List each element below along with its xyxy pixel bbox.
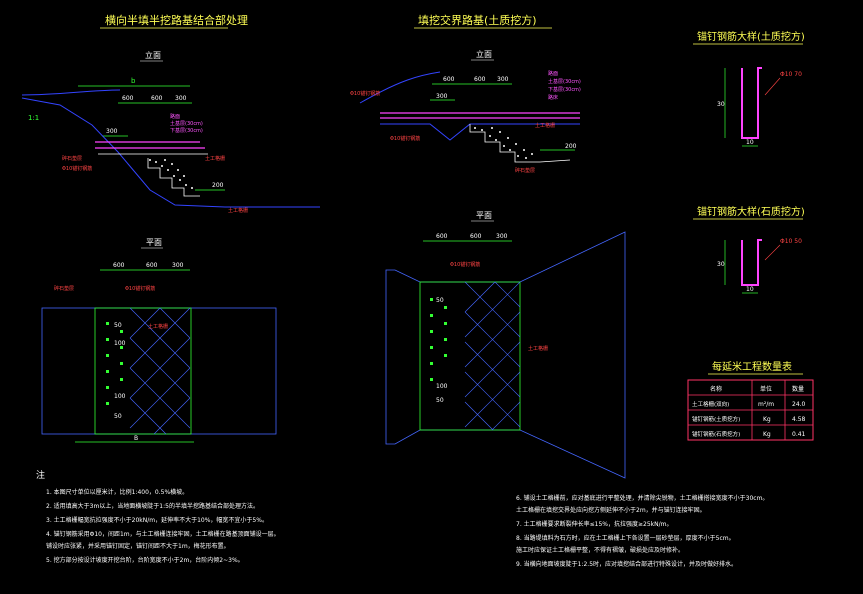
plan-geogrid-label: 土工格栅 [148, 323, 168, 330]
anchor-rock-mark: Φ10 50 [780, 238, 802, 245]
plan-gravel-label: 碎石垫层 [54, 285, 74, 292]
plan-dim-50: 50 [114, 322, 122, 329]
mid-plan-100: 100 [436, 383, 448, 390]
mid-plan-50b: 50 [436, 397, 444, 404]
note-5: 5. 挖方部分按设计坡度开挖台阶，台阶宽度不小于2m，台阶内倾2~3%。 [46, 556, 244, 564]
note-4b: 铺设时应张紧，并采用锚钉固定，锚钉间距不大于1m，梅花形布置。 [46, 542, 230, 550]
mid-plan-50: 50 [436, 297, 444, 304]
road-layer-2: 土基层(30cm) [170, 120, 203, 127]
quantity-table-title: 每延米工程数量表 [712, 360, 792, 373]
mid-anchor-label: Φ10锚钉钢筋 [350, 90, 380, 97]
gravel-label: 碎石垫层 [62, 155, 82, 162]
title-left: 横向半填半挖路基结合部处理 [105, 13, 248, 27]
plan-dim-300: 300 [172, 262, 184, 269]
qt-r1-name: 锚钉钢筋(土质挖方) [692, 415, 740, 423]
dim-600: 600 [122, 95, 134, 102]
note-2: 2. 适用填高大于3m以上，当地面横坡陡于1:5的半填半挖路基结合部处理方法。 [46, 502, 259, 510]
anchor-detail-rock: 30 10 Φ10 50 [717, 238, 802, 294]
anchor-rock-10: 10 [746, 286, 754, 293]
title-anchor-rock: 锚钉钢筋大样(石质挖方) [697, 205, 805, 218]
note-6: 6. 铺设土工格栅前，应对基底进行平整处理，并清除尖锐物，土工格栅搭接宽度不小于… [516, 494, 768, 502]
left-elevation-label: 立面 [145, 50, 161, 60]
qt-r2-name: 锚钉钢筋(石质挖方) [692, 430, 740, 438]
note-6b: 土工格栅在填挖交界处应向挖方侧延伸不小于2m，并与锚钉连接牢固。 [516, 506, 706, 514]
quantity-table: 每延米工程数量表 名称 单位 数量 土工格栅(双向) m²/m 24.0 锚钉钢… [687, 360, 814, 441]
plan-dim-B: B [134, 435, 138, 442]
dim-b: b [131, 77, 136, 85]
road-layer-3: 下基层(30cm) [170, 127, 203, 134]
mid-plan-300: 300 [496, 233, 508, 240]
mid-elevation-label: 立面 [476, 49, 492, 59]
qt-r1-unit: Kg [763, 416, 771, 423]
geogrid-label: 土工格栅 [205, 155, 225, 162]
note-3: 3. 土工格栅幅宽抗拉强度不小于20kN/m，延伸率不大于10%，幅宽不宜小于5… [46, 516, 268, 524]
note-9: 9. 当横向地面坡度陡于1:2.5时，应对填挖结合部进行特殊设计，并及时做好排水… [516, 560, 737, 568]
mid-gravel-label: 碎石垫层 [515, 167, 535, 174]
left-plan-label: 平面 [146, 238, 162, 247]
mid-road-2: 土基层(30cm) [548, 78, 581, 85]
left-plan: 平面 600 600 300 50 100 100 50 碎石垫层 Φ10锚钉钢… [41, 238, 277, 443]
middle-elevation: 立面 600 600 300 300 200 路面 土基层(30cm) 下基层(… [350, 49, 581, 174]
plan-dim-50b: 50 [114, 413, 122, 420]
qt-r0-unit: m²/m [758, 401, 774, 408]
geogrid-label-2: 土工格栅 [228, 207, 248, 214]
mid-anchor-label-2: Φ10锚钉钢筋 [390, 135, 420, 142]
mid-road-1: 路面 [548, 70, 558, 77]
anchor-label: Φ10锚钉钢筋 [62, 165, 92, 172]
notes: 注 1. 本图尺寸单位以厘米计，比例1:400，0.5%横坡。 2. 适用填高大… [36, 469, 768, 568]
title-middle: 填挖交界路基(土质挖方) [418, 13, 537, 27]
mid-dim-600b: 600 [474, 76, 486, 83]
mid-plan-geogrid-label: 土工格栅 [528, 345, 548, 352]
mid-road-4: 路床 [548, 94, 558, 101]
mid-road-3: 下基层(30cm) [548, 86, 581, 93]
anchor-soil-10: 10 [746, 139, 754, 146]
plan-anchor-label: Φ10锚钉钢筋 [125, 285, 155, 292]
mid-dim-200: 200 [565, 143, 577, 150]
note-1: 1. 本图尺寸单位以厘米计，比例1:400，0.5%横坡。 [46, 488, 188, 496]
title-anchor-soil: 锚钉钢筋大样(土质挖方) [697, 30, 805, 43]
note-7: 7. 土工格栅要求断裂伸长率≤15%，抗拉强度≥25kN/m。 [516, 520, 673, 528]
road-layer-1: 路面 [170, 113, 180, 120]
mid-dim-600: 600 [443, 76, 455, 83]
slope-ratio: 1:1 [28, 114, 39, 122]
qt-header-name: 名称 [710, 385, 722, 393]
notes-header: 注 [36, 469, 45, 481]
qt-header-qty: 数量 [792, 385, 804, 393]
left-elevation: 立面 b 600 600 300 300 1:1 路面 土基层(30cm) 下基… [21, 50, 320, 214]
anchor-soil-30: 30 [717, 101, 725, 108]
plan-dim-600: 600 [113, 262, 125, 269]
plan-dim-100b: 100 [114, 393, 126, 400]
mid-plan-anchor-label: Φ10锚钉钢筋 [450, 261, 480, 268]
mid-plan-label: 平面 [476, 211, 492, 220]
anchor-detail-soil: 30 10 Φ10 70 [717, 67, 802, 147]
note-8: 8. 当路堤填料为石方时，应在土工格栅上下各设置一层砂垫层，厚度不小于5cm。 [516, 534, 735, 542]
anchor-soil-mark: Φ10 70 [780, 71, 802, 78]
plan-dim-600b: 600 [146, 262, 158, 269]
qt-r0-qty: 24.0 [792, 401, 806, 408]
mid-dim-300b: 300 [436, 93, 448, 100]
dim-300b: 300 [106, 128, 118, 135]
dim-300: 300 [175, 95, 187, 102]
mid-plan-600: 600 [436, 233, 448, 240]
qt-header-unit: 单位 [760, 385, 772, 393]
qt-r1-qty: 4.58 [792, 416, 806, 423]
note-8b: 施工时应保证土工格栅平整，不得有褶皱，破损处应及时修补。 [516, 546, 684, 554]
qt-r2-unit: Kg [763, 431, 771, 438]
qt-r2-qty: 0.41 [792, 431, 806, 438]
note-4: 4. 锚钉钢筋采用Φ10，间距1m，与土工格栅连接牢固，土工格栅在路基顶面铺设一… [46, 530, 280, 538]
mid-geogrid-label: 土工格栅 [535, 122, 555, 129]
anchor-rock-30: 30 [717, 261, 725, 268]
qt-r0-name: 土工格栅(双向) [692, 400, 729, 408]
dim-200: 200 [212, 182, 224, 189]
mid-dim-300: 300 [497, 76, 509, 83]
mid-plan-600b: 600 [470, 233, 482, 240]
plan-dim-100: 100 [114, 340, 126, 347]
dim-600b: 600 [151, 95, 163, 102]
middle-plan: 平面 600 600 300 50 100 50 Φ10锚钉钢筋 土工格栅 [385, 211, 626, 479]
